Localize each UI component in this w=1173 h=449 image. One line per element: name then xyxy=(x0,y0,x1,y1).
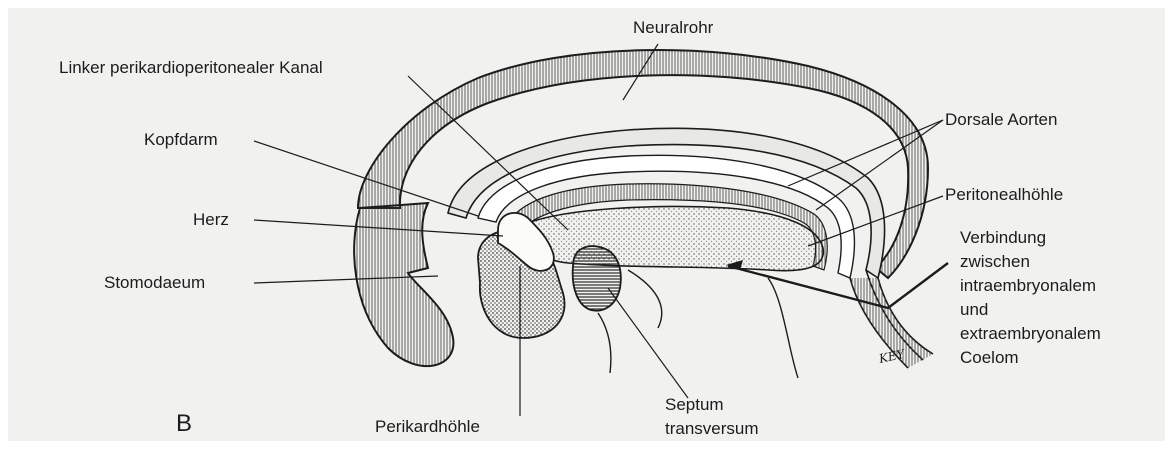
label-herz: Herz xyxy=(193,208,229,232)
septum-line-1: Septum xyxy=(665,393,865,417)
label-peritonealhoehle: Peritonealhöhle xyxy=(945,183,1063,207)
label-stomodaeum: Stomodaeum xyxy=(104,271,205,295)
label-verbindung: Verbindung zwischen intraembryonalem und… xyxy=(960,226,1160,370)
body-wall xyxy=(598,270,798,378)
verbindung-line-6: Coelom xyxy=(960,346,1160,370)
label-dorsale-aorten: Dorsale Aorten xyxy=(945,108,1057,132)
septum-transversum xyxy=(573,246,621,311)
septum-line-2: transversum xyxy=(665,417,865,441)
verbindung-line-1: Verbindung xyxy=(960,226,1160,250)
verbindung-line-5: extraembryonalem xyxy=(960,322,1160,346)
verbindung-line-3: intraembryonalem xyxy=(960,274,1160,298)
label-linker-kanal: Linker perikardioperitonealer Kanal xyxy=(59,56,323,80)
gut-cavity xyxy=(527,207,823,271)
label-perikardhoehle: Perikardhöhle xyxy=(375,415,480,439)
label-kopfdarm: Kopfdarm xyxy=(144,128,218,152)
figure-panel: KEY Neuralrohr Linker perikardioperitone… xyxy=(8,8,1165,441)
figure-letter: B xyxy=(176,410,192,438)
label-neuralrohr: Neuralrohr xyxy=(633,16,713,40)
label-septum-transversum: Septum transversum xyxy=(665,393,865,441)
verbindung-line-4: und xyxy=(960,298,1160,322)
verbindung-line-2: zwischen xyxy=(960,250,1160,274)
